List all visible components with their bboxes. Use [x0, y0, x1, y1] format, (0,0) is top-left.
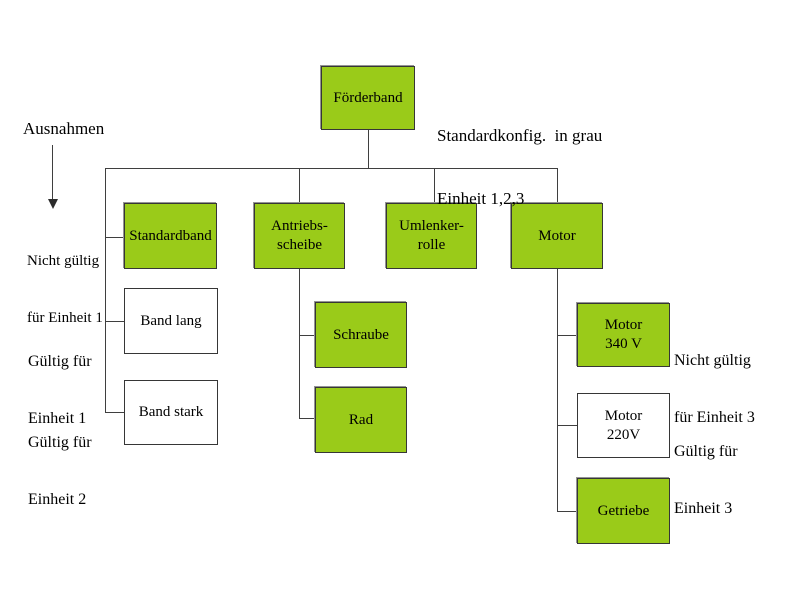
connector-umlenkerrolle-drop	[434, 168, 435, 203]
node-foerderband: Förderband	[321, 66, 415, 130]
node-motor: Motor	[511, 203, 603, 269]
annotation-gueltig-einheit3-line1: Gültig für	[674, 443, 738, 460]
ausnahmen-arrow-head-icon	[48, 199, 58, 209]
node-band-lang: Band lang	[124, 288, 218, 354]
node-motor-340v: Motor 340 V	[577, 303, 670, 367]
node-standardband-label: Standardband	[129, 227, 212, 244]
annotation-nicht-gueltig-einheit3: Nicht gültig für Einheit 3	[674, 313, 755, 465]
connector-motor340-stub	[557, 335, 578, 336]
connector-motor220-stub	[557, 425, 578, 426]
connector-motor-drop	[557, 168, 558, 203]
connector-bandstark-stub	[105, 412, 125, 413]
annotation-gueltig-einheit2-line1: Gültig für	[28, 434, 92, 451]
node-motor-340v-label-line2: 340 V	[605, 336, 642, 352]
node-umlenkerrolle-label-line2: rolle	[417, 237, 446, 253]
connector-antriebsscheibe-children	[299, 269, 300, 419]
connector-getriebe-stub	[557, 511, 578, 512]
connector-schraube-stub	[299, 335, 316, 336]
node-getriebe-label: Getriebe	[597, 502, 650, 519]
connector-bandlang-stub	[105, 321, 125, 322]
connector-standardband-branch	[105, 168, 106, 413]
annotation-gueltig-einheit2-line2: Einheit 2	[28, 491, 87, 508]
legend-note-line1: Standardkonfig. in grau	[437, 126, 603, 145]
node-band-stark: Band stark	[124, 380, 218, 445]
annotation-nicht-gueltig-einheit1: Nicht gültig für Einheit 1	[27, 214, 103, 366]
node-motor-220v-label-line2: 220V	[606, 426, 641, 443]
node-antriebsscheibe-label-line1: Antriebs-	[271, 218, 328, 234]
connector-level1-bus	[105, 168, 558, 169]
connector-standardband-stub	[105, 237, 125, 238]
connector-rad-stub	[299, 418, 316, 419]
node-antriebsscheibe: Antriebs- scheibe	[254, 203, 345, 269]
annotation-nicht-gueltig-einheit1-line1: Nicht gültig	[27, 253, 100, 269]
annotation-nicht-gueltig-einheit3-line1: Nicht gültig	[674, 352, 751, 369]
node-umlenkerrolle-label-line1: Umlenker-	[399, 218, 464, 234]
node-rad: Rad	[315, 387, 407, 453]
node-motor-label: Motor	[538, 227, 576, 244]
node-motor-340v-label-line1: Motor	[604, 317, 643, 333]
annotation-gueltig-einheit3-line2: Einheit 3	[674, 500, 733, 517]
node-antriebsscheibe-label-line2: scheibe	[277, 237, 322, 253]
node-band-lang-label: Band lang	[140, 312, 202, 329]
annotation-gueltig-einheit1-line2: Einheit 1	[28, 410, 87, 427]
connector-antriebsscheibe-drop	[299, 168, 300, 203]
node-foerderband-label: Förderband	[333, 89, 403, 106]
legend-note-line2: Einheit 1,2,3	[437, 189, 525, 208]
annotation-gueltig-einheit1-line1: Gültig für	[28, 353, 92, 370]
annotation-nicht-gueltig-einheit1-line2: für Einheit 1	[27, 310, 103, 326]
annotation-gueltig-einheit1: Gültig für Einheit 1	[28, 314, 92, 466]
ausnahmen-label: Ausnahmen	[23, 119, 105, 138]
node-standardband: Standardband	[124, 203, 217, 269]
node-band-stark-label: Band stark	[138, 404, 204, 420]
node-rad-label: Rad	[348, 411, 374, 428]
annotation-nicht-gueltig-einheit3-line2: für Einheit 3	[674, 409, 755, 426]
node-schraube: Schraube	[315, 302, 407, 368]
annotation-gueltig-einheit2: Gültig für Einheit 2	[28, 395, 92, 547]
ausnahmen-arrow-line	[52, 145, 53, 201]
node-umlenkerrolle: Umlenker- rolle	[386, 203, 477, 269]
node-schraube-label: Schraube	[333, 326, 389, 343]
connector-root-stub	[368, 130, 369, 169]
node-getriebe: Getriebe	[577, 478, 670, 544]
node-motor-220v-label-line1: Motor	[604, 407, 643, 424]
annotation-gueltig-einheit3: Gültig für Einheit 3	[674, 404, 738, 556]
legend-note: Standardkonfig. in grau Einheit 1,2,3	[437, 83, 602, 251]
connector-motor-children	[557, 269, 558, 511]
node-motor-220v: Motor 220V	[577, 393, 670, 458]
